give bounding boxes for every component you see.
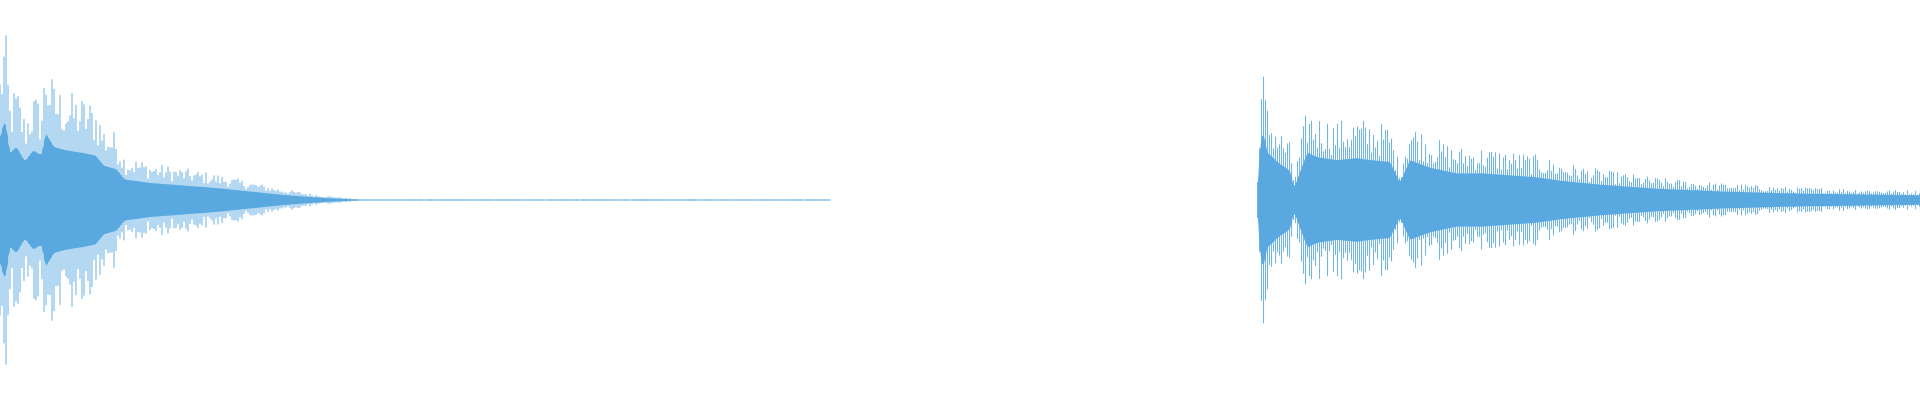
waveform-clip-1[interactable] xyxy=(0,35,831,365)
waveform-clips xyxy=(0,35,1920,365)
waveform-peaks xyxy=(0,35,831,365)
waveform-clip-2[interactable] xyxy=(1257,76,1920,324)
waveform-body xyxy=(1257,134,1920,266)
waveform-peaks xyxy=(1257,76,1920,324)
waveform-body xyxy=(0,122,830,278)
